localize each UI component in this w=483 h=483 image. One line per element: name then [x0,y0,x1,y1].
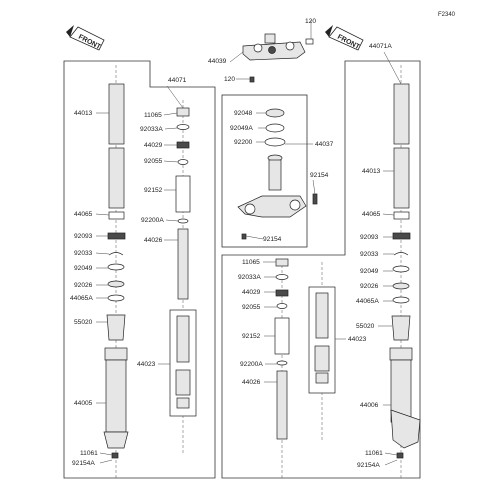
part-label-120: 120 [305,18,316,25]
part-label-92033a: 92033A [238,274,261,281]
part-labels: 120 44039 120 44071 44071A 44013 11065 9… [70,18,392,469]
part-label-44013: 44013 [74,110,93,117]
part-label-92152: 92152 [242,333,261,340]
left-fork-frame [63,60,216,479]
part-label-92200a: 92200A [141,217,164,224]
part-label-92093: 92093 [74,233,93,240]
front-arrow-left-icon: FRONT [66,25,105,51]
leader-lines [95,20,402,466]
part-label-92049a: 92049A [230,125,253,132]
part-label-44039: 44039 [208,58,227,65]
part-label-44023: 44023 [348,336,367,343]
part-label-11061: 11061 [80,450,98,457]
part-label-44037: 44037 [315,141,334,148]
part-label-92154a: 92154A [357,462,380,469]
upper-bracket [242,33,314,83]
part-label-92200a: 92200A [240,361,263,368]
part-label-44065a: 44065A [356,298,379,305]
part-label-44065: 44065 [362,211,381,218]
part-label-44005: 44005 [74,400,93,407]
part-label-92049: 92049 [360,268,379,275]
part-label-55020: 55020 [356,323,375,330]
part-label-92026: 92026 [74,282,93,289]
part-label-44071a: 44071A [369,43,392,50]
part-label-44029: 44029 [144,142,163,149]
part-label-92055: 92055 [242,304,261,311]
part-label-92154: 92154 [310,172,329,179]
part-label-44071: 44071 [168,77,187,84]
part-label-55020: 55020 [74,319,93,326]
front-arrow-right-icon: FRONT [325,25,364,51]
part-label-92033: 92033 [74,250,93,257]
part-label-44065: 44065 [74,211,93,218]
part-label-44065a: 44065A [70,295,93,302]
part-label-92049: 92049 [74,265,93,272]
part-label-92152: 92152 [144,187,163,194]
part-label-92154a: 92154A [72,460,95,467]
part-label-92055: 92055 [144,158,163,165]
part-label-44023: 44023 [137,361,156,368]
part-label-44029: 44029 [242,289,261,296]
part-label-92026: 92026 [360,283,379,290]
part-label-92033: 92033 [360,251,379,258]
stem-parts [237,108,318,240]
part-label-11065: 11065 [242,259,260,266]
right-fork-frame [221,60,421,479]
part-label-44026: 44026 [144,237,163,244]
part-label-92033a: 92033A [140,126,163,133]
steering-stem-frame [221,94,308,248]
left-fork-parts [103,65,197,478]
part-label-44026: 44026 [242,379,261,386]
part-label-44013: 44013 [362,168,381,175]
part-label-44006: 44006 [360,402,379,409]
right-fork-parts [274,65,421,478]
part-label-92048: 92048 [234,110,253,117]
part-label-11065: 11065 [144,112,162,119]
figure-code: F2340 [438,12,456,18]
part-label-120: 120 [224,76,235,83]
part-label-92200: 92200 [234,139,253,146]
part-label-92093: 92093 [360,234,379,241]
part-label-92154: 92154 [263,236,282,243]
part-label-11061: 11061 [365,450,383,457]
